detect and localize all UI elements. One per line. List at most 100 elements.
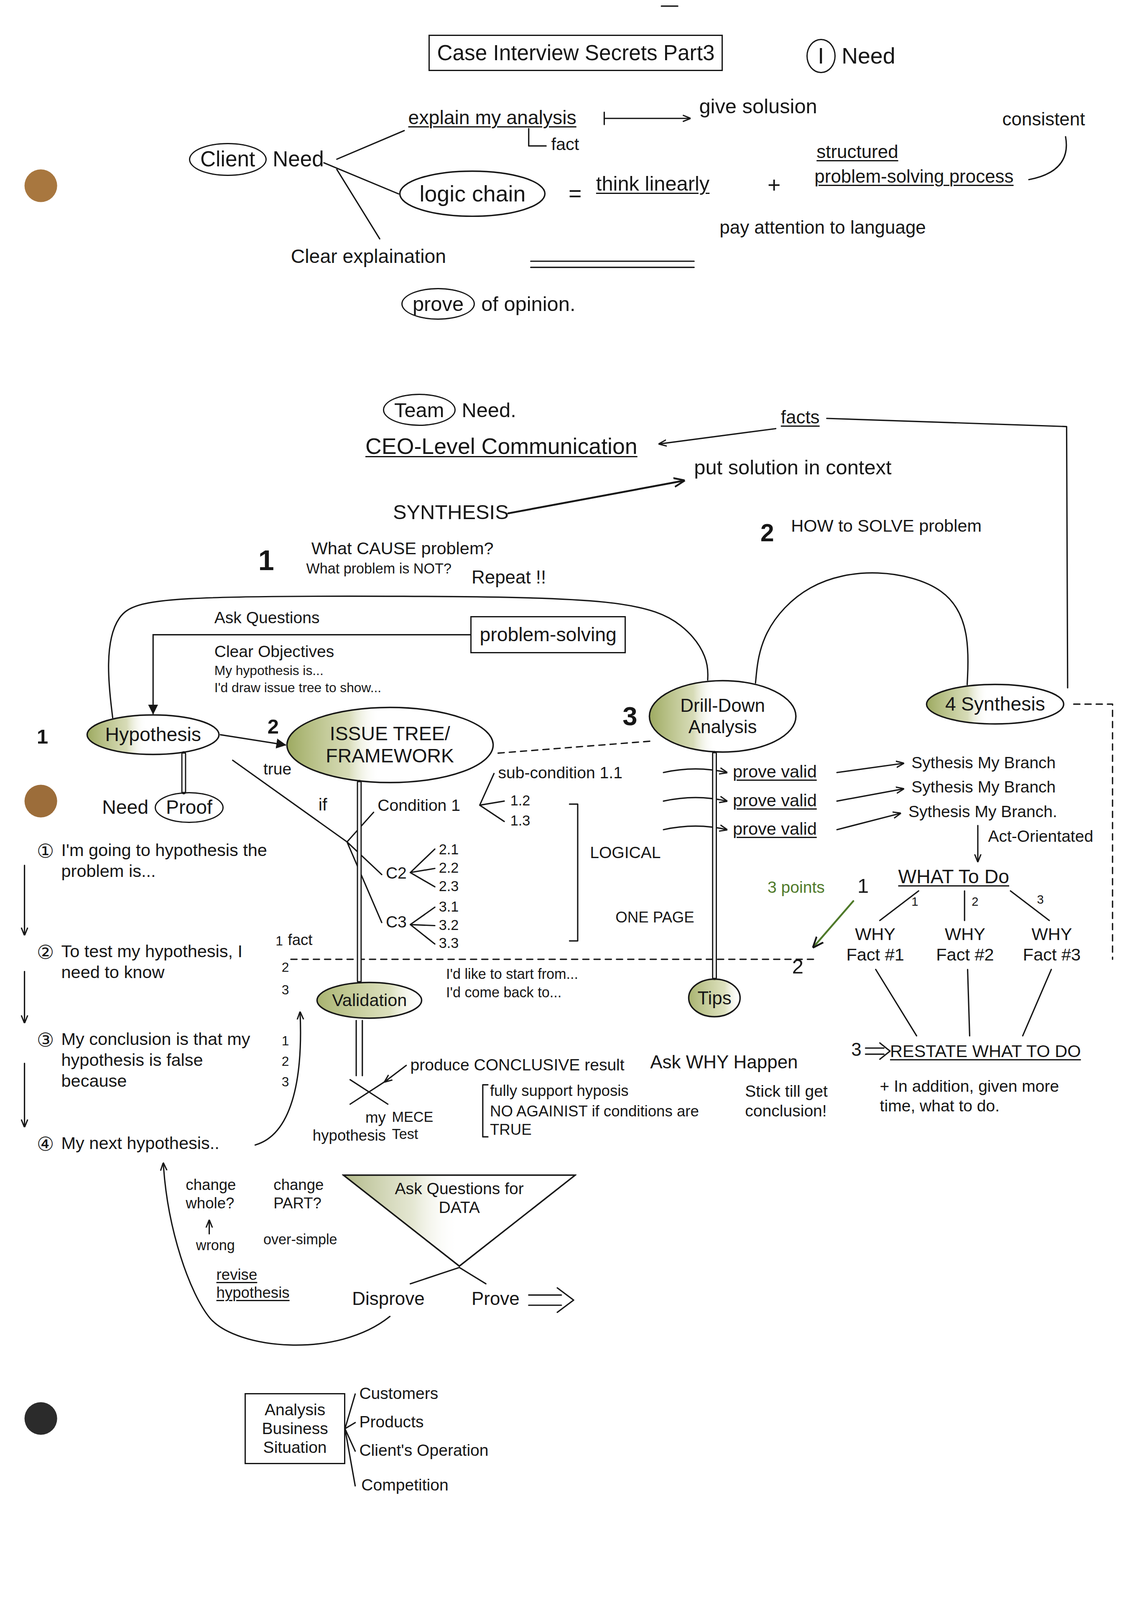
note-text: WHY Fact #2	[926, 923, 1004, 966]
tree-branch	[879, 890, 1050, 921]
note-text: I'd come back to...	[446, 984, 562, 1002]
note-text: my hypothesis	[304, 1108, 386, 1146]
punch-hole	[24, 785, 58, 818]
arrow-line	[255, 1012, 301, 1146]
note-text: I'm going to hypothesis the problem is..…	[61, 839, 281, 882]
double-line-gap	[182, 753, 186, 793]
corner-bracket	[528, 128, 547, 147]
need-heading: INeed	[806, 38, 896, 74]
circled-text: prove	[401, 288, 476, 321]
callout-number: 2	[760, 518, 775, 548]
note-text: CEO-Level Communication	[365, 432, 638, 460]
highlight-fill	[649, 681, 796, 753]
callout-number: ④	[36, 1132, 54, 1157]
highlight-ellipse: Tips	[687, 977, 742, 1019]
highlight-fill	[286, 707, 493, 783]
step-ellipse: Hypothesis	[85, 713, 221, 756]
connector	[181, 753, 187, 793]
ellipse-outline	[926, 684, 1064, 725]
callout-number: 1	[36, 724, 49, 750]
callout-number: 3	[281, 1073, 290, 1090]
arrow-line	[23, 1063, 26, 1127]
callout-number: 2	[971, 894, 979, 909]
arrow-line	[508, 480, 684, 514]
callout-number: 1	[258, 543, 275, 578]
connector	[755, 573, 968, 686]
circled-text: Client	[188, 142, 267, 177]
node-text: 4	[945, 693, 957, 716]
branch-line	[336, 169, 381, 239]
double-line-gap	[357, 782, 361, 982]
punch-hole	[24, 1402, 58, 1436]
callout-number: 2.1	[438, 841, 460, 859]
note-text: put solution in context	[693, 455, 892, 480]
node-text: Ask Questions for DATA	[382, 1179, 536, 1218]
note-text: prove valid	[732, 790, 817, 812]
highlight-fill	[926, 684, 1064, 725]
pen-mark	[661, 5, 678, 7]
note-text: fact	[550, 133, 579, 155]
double-line-gap	[713, 753, 716, 978]
note-text: Clear explaination	[290, 244, 447, 269]
callout-number: 1	[275, 933, 284, 949]
arrow-line	[663, 769, 727, 773]
node-text: Analysis Business Situation	[254, 1400, 336, 1458]
note-text: NO AGAINIST if conditions are TRUE	[489, 1102, 730, 1140]
callout-number: 3	[281, 981, 290, 998]
circled-word: NeedProof	[102, 792, 224, 824]
note-text: Ask Questions	[214, 608, 320, 628]
note-text: My next hypothesis..	[61, 1132, 220, 1154]
arrow-line	[23, 865, 26, 935]
note-text: consistent	[1002, 108, 1086, 131]
node-text: Drill-Down Analysis	[668, 695, 776, 738]
callout-number: 1.2	[510, 792, 531, 810]
note-text: facts	[780, 406, 820, 429]
connector	[357, 782, 363, 982]
note-text: RESTATE WHAT TO DO	[890, 1040, 1082, 1062]
note-text: WHAT To Do	[898, 865, 1010, 889]
connector	[323, 163, 399, 194]
step-ellipse: 4Synthesis	[925, 683, 1066, 726]
note-text: Repeat !!	[471, 566, 546, 589]
square-bracket	[482, 1084, 488, 1138]
note-text: What CAUSE problem?	[311, 538, 494, 559]
note-text: Client's Operation	[359, 1441, 489, 1461]
arrow-line	[163, 1163, 391, 1346]
topic-box: Analysis Business Situation	[244, 1393, 345, 1465]
highlight-ellipse: Validation	[315, 981, 424, 1020]
note-text: Products	[359, 1412, 424, 1433]
callout-number: 2	[281, 959, 290, 976]
callout-number: 1	[281, 1032, 290, 1049]
note-text: Act-Orientated	[987, 826, 1094, 847]
note-text: My hypothesis is...	[214, 662, 324, 679]
note-text: C3	[385, 912, 407, 933]
merge-line	[875, 969, 1052, 1036]
highlight-fill	[400, 171, 546, 217]
node-text: problem-solving	[479, 623, 617, 646]
note-text: true	[263, 759, 292, 780]
callout-number: 2	[792, 954, 804, 980]
note-text: ONE PAGE	[615, 908, 695, 927]
note-text: fact	[288, 930, 313, 950]
note-text: Stick till get conclusion!	[744, 1081, 868, 1122]
ellipse-outline	[286, 707, 493, 783]
double-arrow	[865, 1043, 891, 1060]
callout-number: ①	[36, 839, 54, 864]
tree-brace	[410, 849, 436, 887]
note-text: problem-solving process	[814, 165, 1014, 188]
ellipse-outline	[400, 171, 546, 217]
node-text: Need	[841, 43, 896, 69]
node-text: logic chain	[419, 181, 526, 207]
note-text: I'd like to start from...	[446, 965, 579, 983]
arrow-line	[976, 825, 979, 862]
node-text: Tips	[697, 987, 732, 1010]
circled-word: proveof opinion.	[401, 288, 576, 321]
node-text: Hypothesis	[105, 723, 202, 746]
note-text: prove valid	[732, 761, 817, 783]
note-text: Condition 1	[377, 795, 461, 816]
note-text: Sythesis My Branch.	[908, 802, 1058, 822]
ellipse-outline	[87, 715, 220, 755]
tree-brace	[410, 907, 436, 945]
arrow-line	[836, 763, 904, 773]
